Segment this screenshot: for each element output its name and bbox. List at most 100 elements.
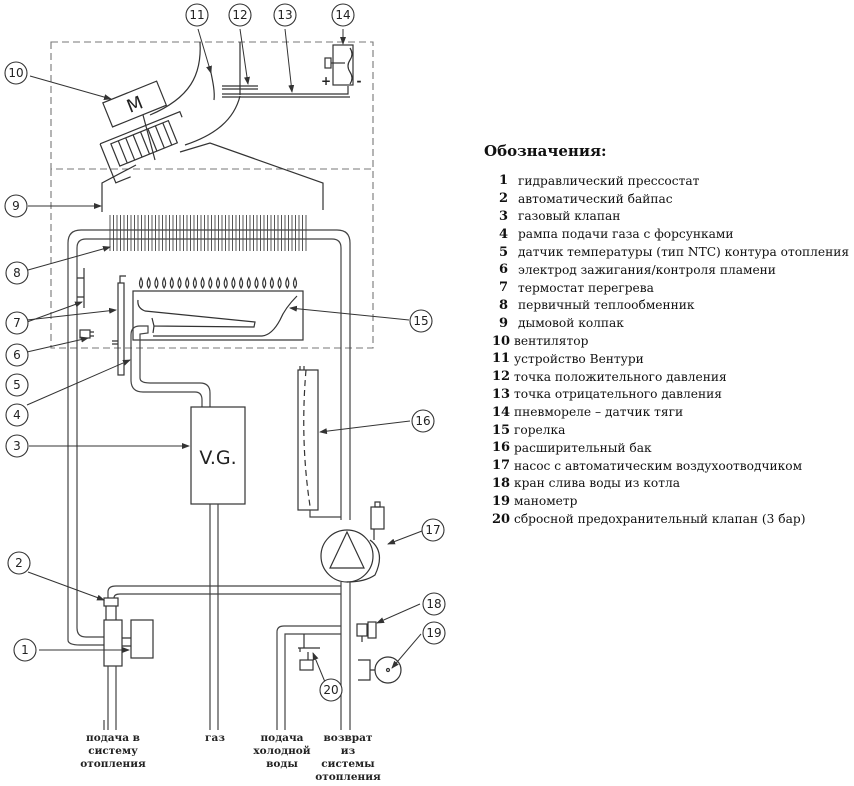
callout-2: 2 [7,551,31,575]
legend-item-text: манометр [514,494,578,509]
ntc-sensor [79,329,91,339]
svg-text:13: 13 [277,8,292,22]
leader-18 [376,603,421,624]
callout-1: 1 [13,638,37,662]
legend-item-text: расширительный бак [514,440,652,455]
legend-title: Обозначения: [484,142,607,160]
leader-12 [239,28,250,85]
heating-circuit-pipe-inner [76,238,342,628]
legend-item-number: 17 [492,458,511,474]
svg-text:10: 10 [8,66,23,80]
leader-16 [319,420,411,435]
fan: M [99,80,183,184]
callout-15: 15 [409,309,433,333]
legend-item-number: 20 [492,511,511,527]
flame [277,276,282,290]
callout-3: 3 [5,434,29,458]
legend-item-text: первичный теплообменник [518,298,695,313]
legend-item-text: термостат перегрева [518,280,654,295]
label-line: подача [260,732,304,744]
callout-6: 6 [5,343,29,367]
svg-text:12: 12 [232,8,247,22]
legend-item-text: устройство Вентури [514,351,644,366]
svg-text:14: 14 [335,8,350,22]
flame [154,276,159,290]
svg-text:11: 11 [189,8,204,22]
callout-8: 8 [5,261,29,285]
flame [138,276,144,290]
bypass-pipe [107,585,341,599]
callout-18: 18 [422,592,446,616]
svg-text:1: 1 [21,643,29,657]
flame [192,276,197,290]
callout-13: 13 [273,3,297,27]
svg-text:8: 8 [13,266,21,280]
label-cold-water-supply: подача холодной воды [252,732,312,771]
svg-text:2: 2 [15,556,23,570]
leader-4 [26,359,131,406]
legend-item-text: газовый клапан [518,209,621,224]
pump [320,501,385,583]
label-line: отопления [80,758,146,770]
svg-text:4: 4 [13,408,21,422]
leader-17 [387,530,423,545]
heating-circuit-pipe-outer [67,229,351,640]
leader-20 [312,652,326,683]
burner [132,276,304,341]
legend-item-text: точка отрицательного давления [514,387,722,402]
label-line: систему [88,745,138,757]
flame [208,276,213,290]
svg-text:9: 9 [12,199,20,213]
legend-item-text: вентилятор [514,334,589,349]
legend-item-text: горелка [514,423,566,438]
drain-cock [356,621,377,642]
legend-item-number: 10 [492,333,511,349]
leader-19 [391,633,422,669]
hydraulic-pressure-switch [103,597,154,730]
flame [169,276,174,290]
negative-pressure-tube [222,86,350,98]
svg-text:19: 19 [426,626,441,640]
svg-text:3: 3 [13,439,21,453]
svg-text:17: 17 [425,523,440,537]
fan-motor-label: M [124,92,146,117]
callout-16: 16 [411,409,435,433]
overheat-thermostat [77,268,85,308]
leader-11 [197,28,212,74]
ignition-electrode [112,275,126,376]
leader-7 [26,301,83,323]
leader-13 [284,28,295,93]
sealed-chamber-outline [50,41,374,170]
legend-item-text: точка положительного давления [514,369,727,384]
flame [177,276,182,290]
legend-item-number: 15 [492,422,511,438]
legend-item-text: насос с автоматическим воздухоотводчиком [514,458,803,473]
flame [231,276,236,290]
leader-6 [26,307,117,321]
svg-text:6: 6 [13,348,21,362]
svg-text:18: 18 [426,597,441,611]
label-line: холодной [253,745,311,757]
safety-valve [276,625,341,730]
sealed-chamber-lower [50,169,374,349]
callout-17: 17 [421,518,445,542]
flame [223,276,228,290]
legend-item-number: 16 [492,440,511,456]
legend-item-number: 2 [498,191,508,207]
legend-item-text: кран слива воды из котла [514,476,681,491]
gas-ramp-pipe [130,325,211,407]
